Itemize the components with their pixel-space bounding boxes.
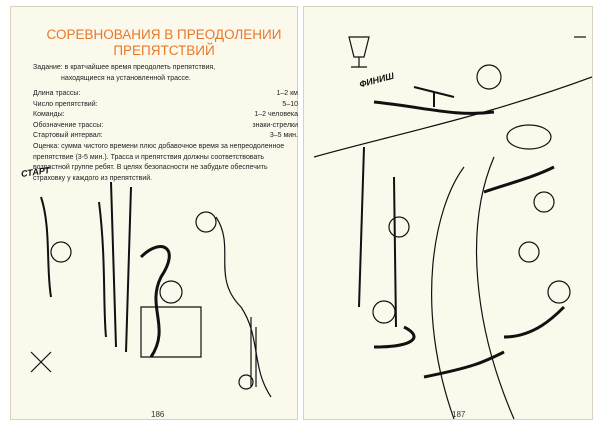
tree-trunk bbox=[98, 201, 107, 338]
title-line: ПРЕПЯТСТВИЙ bbox=[113, 43, 215, 58]
score-line: препятствие (3-5 мин.). Трасса и препятс… bbox=[33, 153, 265, 161]
hill-line bbox=[215, 216, 272, 398]
cattail-icon bbox=[250, 317, 257, 387]
tree-trunk bbox=[358, 146, 397, 328]
score-text: Оценка: сумма чистого времени плюс добав… bbox=[33, 142, 284, 184]
child-figure bbox=[50, 241, 72, 263]
seesaw-obstacle bbox=[413, 86, 455, 107]
obstacle-course-illustration bbox=[30, 181, 272, 398]
boat-icon bbox=[506, 124, 552, 150]
spec-row: Обозначение трассы: знаки-стрелки bbox=[33, 122, 298, 129]
task-line: Задание: в кратчайшее время преодолеть п… bbox=[33, 64, 216, 71]
score-line: Оценка: сумма чистого времени плюс добав… bbox=[33, 143, 285, 150]
left-page: СОРЕВНОВАНИЯ В ПРЕОДОЛЕНИИ ПРЕПЯТСТВИЙ З… bbox=[10, 6, 298, 420]
spec-label: Обозначение трассы: bbox=[33, 121, 104, 129]
frog-icon bbox=[238, 374, 254, 390]
spec-label: Длина трассы: bbox=[33, 90, 81, 97]
rope bbox=[40, 196, 52, 298]
spec-row: Длина трассы: 1–2 км bbox=[33, 90, 298, 97]
page-title: СОРЕВНОВАНИЯ В ПРЕОДОЛЕНИИ ПРЕПЯТСТВИЙ bbox=[31, 27, 297, 59]
score-line: возрастной группе ребят. В целях безопас… bbox=[33, 164, 268, 171]
path-line bbox=[483, 165, 555, 194]
score-line: страховку у каждого из препятствий. bbox=[33, 174, 153, 182]
spec-value: знаки-стрелки bbox=[252, 121, 298, 129]
riverbank-line bbox=[313, 76, 592, 158]
task-text: Задание: в кратчайшее время преодолеть п… bbox=[33, 63, 215, 84]
spec-row: Команды: 1–2 человека bbox=[33, 111, 298, 118]
spec-value: 3–5 мин. bbox=[269, 132, 298, 139]
tree-trunk bbox=[110, 181, 132, 353]
spec-label: Команды: bbox=[33, 111, 65, 118]
log-obstacle bbox=[140, 306, 202, 358]
child-figure bbox=[533, 191, 555, 213]
path-line bbox=[139, 245, 171, 358]
child-figure bbox=[195, 211, 217, 233]
path-line bbox=[373, 305, 566, 379]
child-figure bbox=[372, 300, 396, 324]
child-figure bbox=[388, 216, 410, 238]
page-number: 187 bbox=[452, 410, 466, 419]
child-figure bbox=[547, 280, 571, 304]
spec-label: Число препятствий: bbox=[33, 100, 98, 108]
page-number: 186 bbox=[151, 410, 165, 419]
task-line: находящиеся на установленной трассе. bbox=[61, 74, 191, 82]
obstacle-course-illustration bbox=[313, 36, 592, 419]
spec-row: Число препятствий: 5–10 bbox=[33, 101, 298, 108]
spec-value: 1–2 человека bbox=[254, 111, 298, 118]
right-page: ФИНИШ 187 bbox=[303, 6, 593, 420]
child-figure bbox=[476, 64, 502, 90]
trophy-icon bbox=[348, 36, 370, 68]
child-figure bbox=[518, 241, 540, 263]
title-line: СОРЕВНОВАНИЯ В ПРЕОДОЛЕНИИ bbox=[46, 27, 282, 42]
spec-value: 1–2 км bbox=[276, 90, 299, 97]
spec-label: Стартовый интервал: bbox=[33, 132, 103, 139]
spec-row: Стартовый интервал: 3–5 мин. bbox=[33, 132, 298, 139]
spec-value: 5–10 bbox=[282, 100, 298, 108]
butterfly-icon bbox=[30, 351, 52, 373]
river-line bbox=[431, 156, 515, 419]
child-figure bbox=[159, 280, 183, 304]
